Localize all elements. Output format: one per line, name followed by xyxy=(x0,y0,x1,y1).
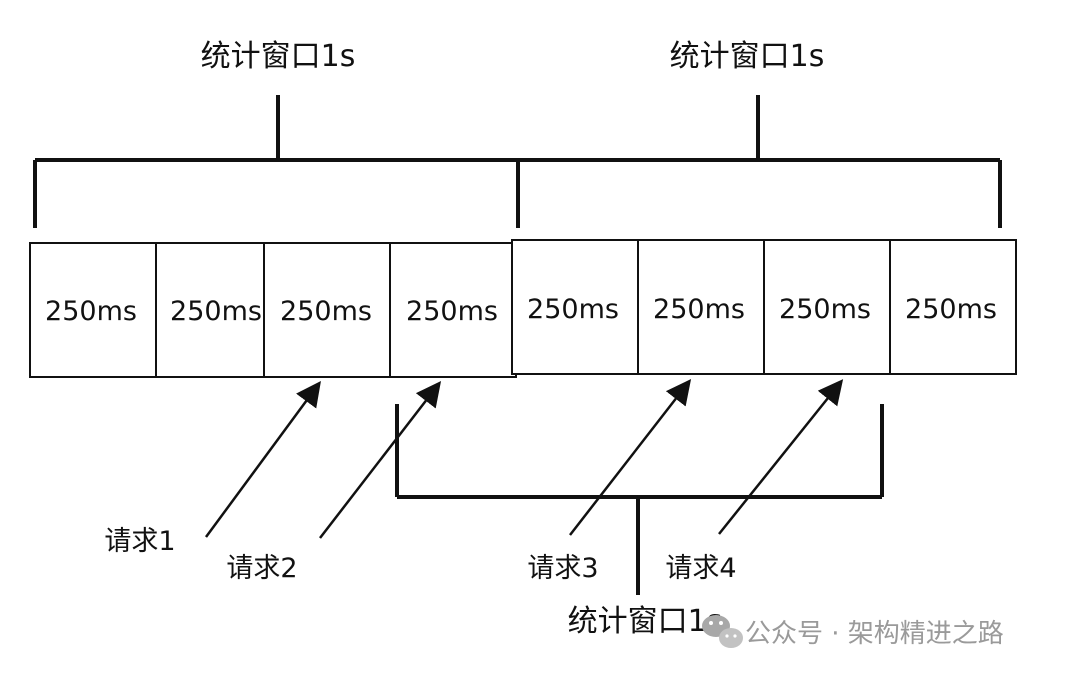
request-label-4: 请求4 xyxy=(665,553,736,584)
segment-box-8 xyxy=(889,239,1017,375)
request-arrow-4 xyxy=(718,379,844,535)
segment-box-5 xyxy=(511,239,639,375)
window-bracket-1 xyxy=(33,95,520,228)
request-label-1: 请求1 xyxy=(104,526,175,557)
segment-group-2 xyxy=(511,239,1017,375)
window-label-3: 统计窗口1s xyxy=(568,604,723,639)
request-arrow-2 xyxy=(319,381,442,539)
segment-label-1: 250ms xyxy=(45,296,137,327)
segment-label-5: 250ms xyxy=(527,294,619,325)
window-label-2: 统计窗口1s xyxy=(670,39,825,74)
segment-label-6: 250ms xyxy=(653,294,745,325)
segment-label-8: 250ms xyxy=(905,294,997,325)
segment-label-3: 250ms xyxy=(280,296,372,327)
watermark: 公众号 · 架构精进之路 xyxy=(702,615,1004,649)
request-label-2: 请求2 xyxy=(226,553,297,584)
window-bracket-2 xyxy=(518,95,1002,228)
segment-label-7: 250ms xyxy=(779,294,871,325)
request-arrow-1 xyxy=(204,380,321,538)
watermark-text: 公众号 · 架构精进之路 xyxy=(745,619,1004,649)
segment-label-2: 250ms xyxy=(170,296,262,327)
segment-label-4: 250ms xyxy=(406,296,498,327)
wechat-icon xyxy=(702,615,743,648)
request-label-3: 请求3 xyxy=(527,553,598,584)
window-bracket-3 xyxy=(395,404,884,595)
request-arrow-3 xyxy=(569,379,692,536)
window-label-1: 统计窗口1s xyxy=(201,39,356,74)
